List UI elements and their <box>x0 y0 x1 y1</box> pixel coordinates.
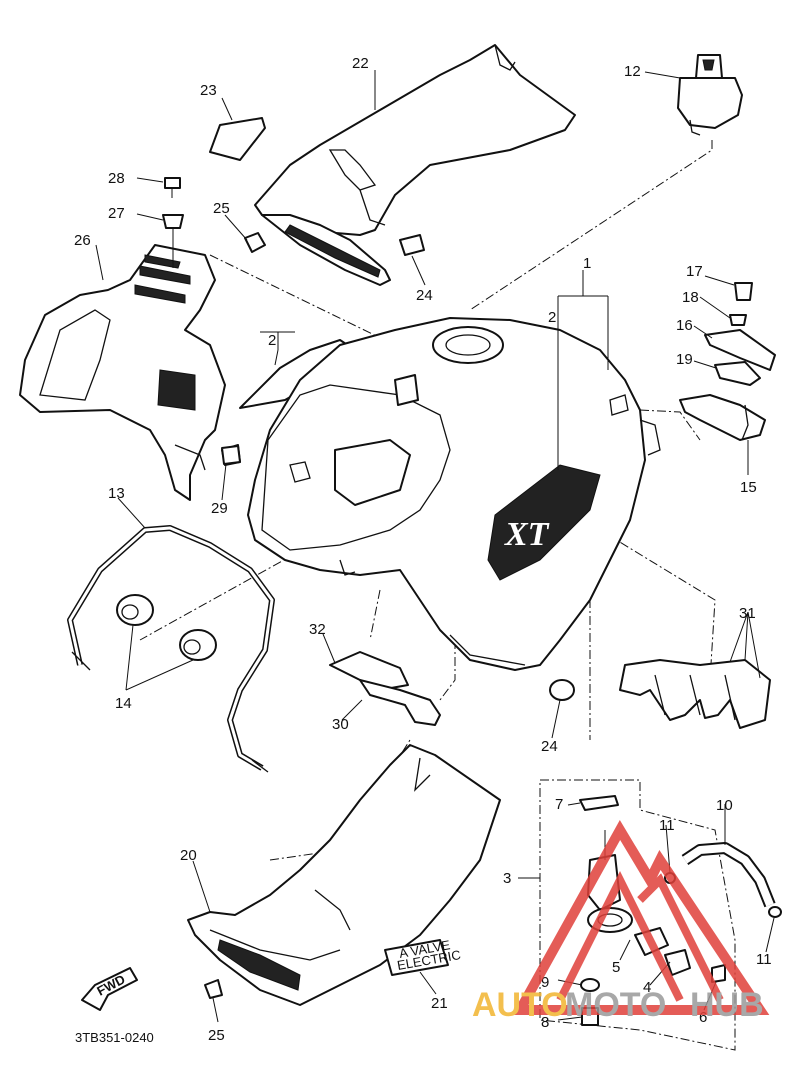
brackets-15-16-19 <box>679 282 776 441</box>
part-20-lower-cover <box>187 744 501 1006</box>
label-30: 30 <box>332 716 349 733</box>
label-7: 7 <box>555 796 563 813</box>
label-14: 14 <box>115 695 132 712</box>
part-12-fuel-cap <box>677 54 743 136</box>
label-15: 15 <box>740 479 757 496</box>
label-3: 3 <box>503 870 511 887</box>
label-8: 8 <box>541 1014 549 1031</box>
label-10: 10 <box>716 797 733 814</box>
label-2-right: 2 <box>548 309 556 326</box>
part-31-heat-guard <box>619 659 771 729</box>
watermark-hub: HUB <box>690 986 764 1024</box>
label-9: 9 <box>541 974 549 991</box>
label-16: 16 <box>676 317 693 334</box>
label-11-lower: 11 <box>756 951 772 968</box>
watermark-auto: AUTO <box>472 986 568 1024</box>
label-20: 20 <box>180 847 197 864</box>
label-13: 13 <box>108 485 125 502</box>
bolts-27-28 <box>162 177 184 268</box>
label-22: 22 <box>352 55 369 72</box>
label-19: 19 <box>676 351 693 368</box>
label-2-left: 2 <box>268 332 276 349</box>
drawing-code: 3TB351-0240 <box>75 1030 154 1045</box>
label-25-lower: 25 <box>208 1027 225 1044</box>
part-26-side-cover <box>19 244 226 501</box>
label-12: 12 <box>624 63 641 80</box>
label-21: 21 <box>431 995 448 1012</box>
label-6: 6 <box>699 1009 707 1026</box>
label-28: 28 <box>108 170 125 187</box>
label-31: 31 <box>739 605 756 622</box>
label-25-upper: 25 <box>213 200 230 217</box>
part-13-tank-stay <box>67 525 275 773</box>
part-22-upper-cover <box>254 44 576 286</box>
part-21-emblem: A VALVE ELECTRIC <box>384 937 462 976</box>
part-1-fuel-tank: XT <box>247 317 661 671</box>
label-32: 32 <box>309 621 326 638</box>
label-18: 18 <box>682 289 699 306</box>
label-23: 23 <box>200 82 217 99</box>
bolt-25-lower <box>204 979 223 999</box>
label-5: 5 <box>612 959 620 976</box>
label-24-upper: 24 <box>416 287 433 304</box>
label-1: 1 <box>583 255 591 272</box>
reference-numbers: 1 2 2 3 4 5 6 7 8 9 10 11 11 12 13 14 15… <box>74 55 772 1044</box>
label-27: 27 <box>108 205 125 222</box>
part-24-grommet <box>549 679 575 701</box>
label-26: 26 <box>74 232 91 249</box>
forward-arrow: FWD <box>81 967 138 1011</box>
tank-logo: XT <box>504 516 550 553</box>
label-11-upper: 11 <box>659 817 675 834</box>
part-23-pad <box>209 117 266 161</box>
label-24-lower: 24 <box>541 738 558 755</box>
label-4: 4 <box>643 979 651 996</box>
part-29-collar <box>221 445 241 465</box>
label-17: 17 <box>686 263 703 280</box>
parts-30-32 <box>329 651 441 726</box>
watermark-moto: MOTO <box>565 986 666 1024</box>
watermark-logo: AUTO MOTO HUB <box>472 820 770 1024</box>
part-14-dampers <box>116 594 217 661</box>
label-29: 29 <box>211 500 228 517</box>
